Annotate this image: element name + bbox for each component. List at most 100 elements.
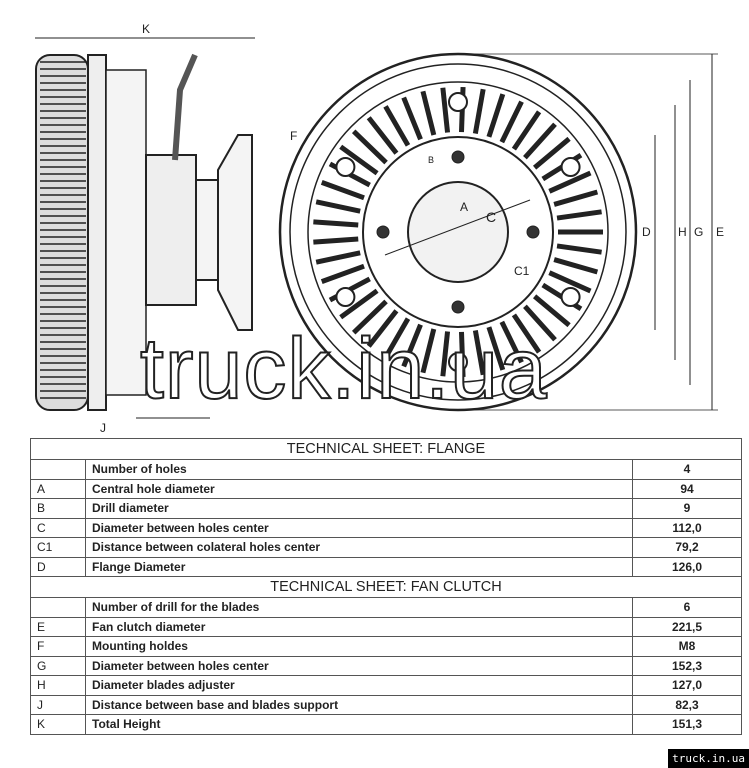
row-code: B xyxy=(30,498,86,519)
flange-hole xyxy=(451,150,465,164)
cooling-rib xyxy=(523,122,557,160)
row-code: D xyxy=(30,556,86,577)
cooling-rib xyxy=(511,313,542,354)
row-code: F xyxy=(30,636,86,657)
row-value: 151,3 xyxy=(632,714,742,735)
row-label: Number of holes xyxy=(85,459,633,480)
row-value: 112,0 xyxy=(632,517,742,538)
row-code xyxy=(30,597,86,618)
cooling-rib xyxy=(315,250,361,265)
blade-mount-hole xyxy=(335,287,356,307)
row-label: Flange Diameter xyxy=(85,556,633,577)
blade-mount-hole xyxy=(560,157,581,177)
blade-mount-hole xyxy=(448,92,468,112)
section-title: TECHNICAL SHEET: FAN CLUTCH xyxy=(30,576,742,598)
row-value: 6 xyxy=(632,597,742,618)
row-label: Drill diameter xyxy=(85,498,633,519)
row-code xyxy=(30,459,86,480)
cooling-rib xyxy=(440,87,451,133)
cooling-rib xyxy=(548,270,592,294)
label-c: C xyxy=(486,209,496,225)
cooling-rib xyxy=(472,88,486,134)
row-label: Mounting holdes xyxy=(85,636,633,657)
row-code: E xyxy=(30,616,86,637)
row-code: C xyxy=(30,517,86,538)
row-value: 82,3 xyxy=(632,694,742,715)
blade-mount-hole xyxy=(448,352,468,372)
label-g: G xyxy=(694,225,703,239)
front-view: A C C1 B F E G H D xyxy=(278,52,724,412)
row-label: Fan clutch diameter xyxy=(85,616,633,637)
label-k: K xyxy=(142,22,150,36)
row-value: M8 xyxy=(632,636,742,657)
row-label: Diameter between holes center xyxy=(85,517,633,538)
cooling-rib xyxy=(486,326,506,371)
watermark: truck.in.ua xyxy=(139,321,548,417)
row-code: G xyxy=(30,655,86,676)
side-view: K J xyxy=(35,22,255,435)
cooling-rib xyxy=(420,90,437,136)
cooling-rib xyxy=(556,209,602,221)
row-code: A xyxy=(30,478,86,499)
cooling-rib xyxy=(383,105,411,147)
row-value: 94 xyxy=(632,478,742,499)
cooling-rib xyxy=(339,144,379,176)
cooling-rib xyxy=(366,116,399,155)
section-title: TECHNICAL SHEET: FLANGE xyxy=(30,438,742,460)
cooling-rib xyxy=(532,136,571,170)
blade-mount-hole xyxy=(560,287,581,307)
row-label: Number of drill for the blades xyxy=(85,597,633,618)
row-code: J xyxy=(30,694,86,715)
cooling-rib xyxy=(383,317,411,359)
label-c1: C1 xyxy=(514,264,530,278)
row-code: K xyxy=(30,714,86,735)
cooling-rib xyxy=(313,219,359,228)
cooling-rib xyxy=(548,170,592,194)
row-value: 4 xyxy=(632,459,742,480)
row-label: Diameter blades adjuster xyxy=(85,675,633,696)
cooling-rib xyxy=(472,330,486,376)
fan-clutch-drawing: K J A C C1 B F E G H D xyxy=(35,22,724,435)
cooling-rib xyxy=(499,320,524,364)
cooling-rib xyxy=(366,309,399,348)
cooling-rib xyxy=(532,294,571,328)
cooling-rib xyxy=(320,180,365,201)
flange-hole xyxy=(526,225,540,239)
cooling-rib xyxy=(351,299,388,335)
flange-hole xyxy=(451,300,465,314)
label-f: F xyxy=(290,129,297,143)
row-code: C1 xyxy=(30,537,86,558)
cooling-rib xyxy=(320,263,365,284)
row-value: 9 xyxy=(632,498,742,519)
row-value: 126,0 xyxy=(632,556,742,577)
label-j: J xyxy=(100,421,106,435)
cooling-rib xyxy=(401,323,423,368)
label-d: D xyxy=(642,225,651,239)
cooling-rib xyxy=(511,110,542,151)
cooling-rib xyxy=(499,100,524,144)
row-label: Central hole diameter xyxy=(85,478,633,499)
cooling-rib xyxy=(315,199,361,214)
row-label: Total Height xyxy=(85,714,633,735)
label-h: H xyxy=(678,225,687,239)
cooling-rib xyxy=(556,243,602,255)
cooling-rib xyxy=(523,304,557,342)
row-value: 127,0 xyxy=(632,675,742,696)
row-value: 152,3 xyxy=(632,655,742,676)
cooling-rib xyxy=(553,189,599,207)
cooling-rib xyxy=(313,236,359,245)
